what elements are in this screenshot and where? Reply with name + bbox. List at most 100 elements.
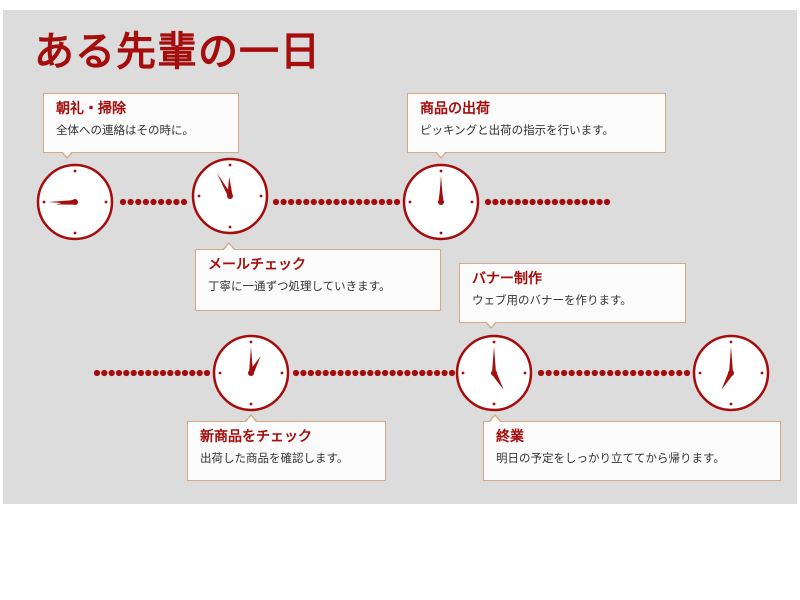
timeline-dot <box>310 198 317 206</box>
event-heading: 終業 <box>496 429 524 445</box>
timeline-dot <box>348 198 355 206</box>
timeline-dot <box>441 369 448 377</box>
timeline-dot <box>359 369 366 377</box>
event-box-morning-meeting: 朝礼・掃除 全体への連絡はその時に。 <box>43 93 239 153</box>
timeline-dot <box>653 369 660 377</box>
timeline-dot <box>159 369 167 377</box>
timeline-dot <box>411 369 418 377</box>
clock-icon <box>212 334 290 412</box>
timeline-dot <box>589 198 596 206</box>
timeline-dot <box>152 369 159 377</box>
timeline-dot <box>522 198 529 206</box>
event-box-shipping: 商品の出荷 ピッキングと出荷の指示を行います。 <box>407 93 666 153</box>
clock-group <box>36 157 770 412</box>
timeline-dot <box>660 369 668 377</box>
timeline-dot <box>404 369 411 377</box>
timeline-dot <box>315 369 322 377</box>
timeline-dot <box>448 369 456 377</box>
timeline-dot <box>559 198 566 206</box>
event-description: 全体への連絡はその時に。 <box>56 122 194 137</box>
timeline-dot <box>150 198 157 206</box>
timeline-dot <box>203 369 211 377</box>
event-box-banner: バナー制作 ウェブ用のバナーを作ります。 <box>459 263 686 323</box>
event-heading: 朝礼・掃除 <box>56 101 126 117</box>
timeline-dot <box>325 198 332 206</box>
timeline-dot <box>551 198 559 206</box>
page-title: ある先輩の一日 <box>34 29 321 75</box>
callout-pointer <box>61 151 73 159</box>
timeline-dot <box>537 369 545 377</box>
timeline-dot <box>135 198 142 206</box>
callout-pointer <box>489 414 501 422</box>
timeline-dot <box>382 369 389 377</box>
event-description: 明日の予定をしっかり立ててから帰ります。 <box>496 450 725 465</box>
event-box-end-of-day: 終業 明日の予定をしっかり立ててから帰ります。 <box>483 421 781 481</box>
timeline-dot <box>622 369 629 377</box>
timeline-dot <box>189 369 196 377</box>
timeline-dot <box>142 198 149 206</box>
timeline-dots-row-1 <box>119 198 611 206</box>
event-heading: メールチェック <box>208 257 306 273</box>
timeline-dot <box>295 198 302 206</box>
timeline-dot <box>537 198 544 206</box>
timeline-dot <box>352 369 359 377</box>
timeline-dot <box>603 198 611 206</box>
clock-icon <box>36 163 114 241</box>
timeline-dot <box>545 369 552 377</box>
event-heading: バナー制作 <box>472 271 542 287</box>
callout-pointer <box>223 242 235 250</box>
timeline-dot <box>574 198 581 206</box>
event-description: ウェブ用のバナーを作ります。 <box>472 292 632 307</box>
timeline-dot <box>137 369 145 377</box>
timeline-dot <box>683 369 691 377</box>
timeline-dot <box>544 198 551 206</box>
timeline-dot <box>676 369 683 377</box>
timeline-dot <box>165 198 172 206</box>
timeline-dot <box>371 198 378 206</box>
timeline-dot <box>300 369 307 377</box>
timeline-dots-row-2 <box>93 369 691 377</box>
timeline-dot <box>303 198 310 206</box>
clock-icon <box>455 334 533 412</box>
timeline-dot <box>637 369 645 377</box>
timeline-dot <box>561 369 568 377</box>
event-description: 丁寧に一通ずつ処理していきます。 <box>208 278 391 293</box>
timeline-dot <box>341 198 348 206</box>
timeline-dot <box>645 369 652 377</box>
timeline-dot <box>514 198 521 206</box>
timeline-dot <box>101 369 108 377</box>
timeline-dot <box>180 198 188 206</box>
timeline-dot <box>280 198 287 206</box>
timeline-dot <box>484 198 492 206</box>
timeline-dot <box>396 369 404 377</box>
timeline-dot <box>426 369 433 377</box>
timeline-dot <box>434 369 441 377</box>
timeline-dot <box>499 198 506 206</box>
timeline-dot <box>607 369 614 377</box>
timeline-dot <box>318 198 325 206</box>
timeline-dot <box>566 198 573 206</box>
callout-pointer <box>435 151 447 159</box>
timeline-dot <box>553 369 560 377</box>
timeline-dot <box>173 198 180 206</box>
timeline-dot <box>419 369 426 377</box>
timeline-dot <box>568 369 575 377</box>
timeline-dot <box>507 198 514 206</box>
timeline-dot <box>119 198 127 206</box>
timeline-dot <box>196 369 203 377</box>
timeline-dot <box>292 369 300 377</box>
timeline-dot <box>363 198 370 206</box>
timeline-dot <box>576 369 583 377</box>
timeline-dot <box>389 369 396 377</box>
timeline-dot <box>344 369 352 377</box>
timeline-dot <box>378 198 385 206</box>
clock-icon <box>191 157 269 235</box>
timeline-dot <box>288 198 295 206</box>
event-box-mail-check: メールチェック 丁寧に一通ずつ処理していきます。 <box>195 249 441 311</box>
timeline-dot <box>181 369 189 377</box>
timeline-dot <box>174 369 181 377</box>
timeline-dot <box>596 198 603 206</box>
timeline-dot <box>492 198 499 206</box>
timeline-dot <box>584 369 591 377</box>
